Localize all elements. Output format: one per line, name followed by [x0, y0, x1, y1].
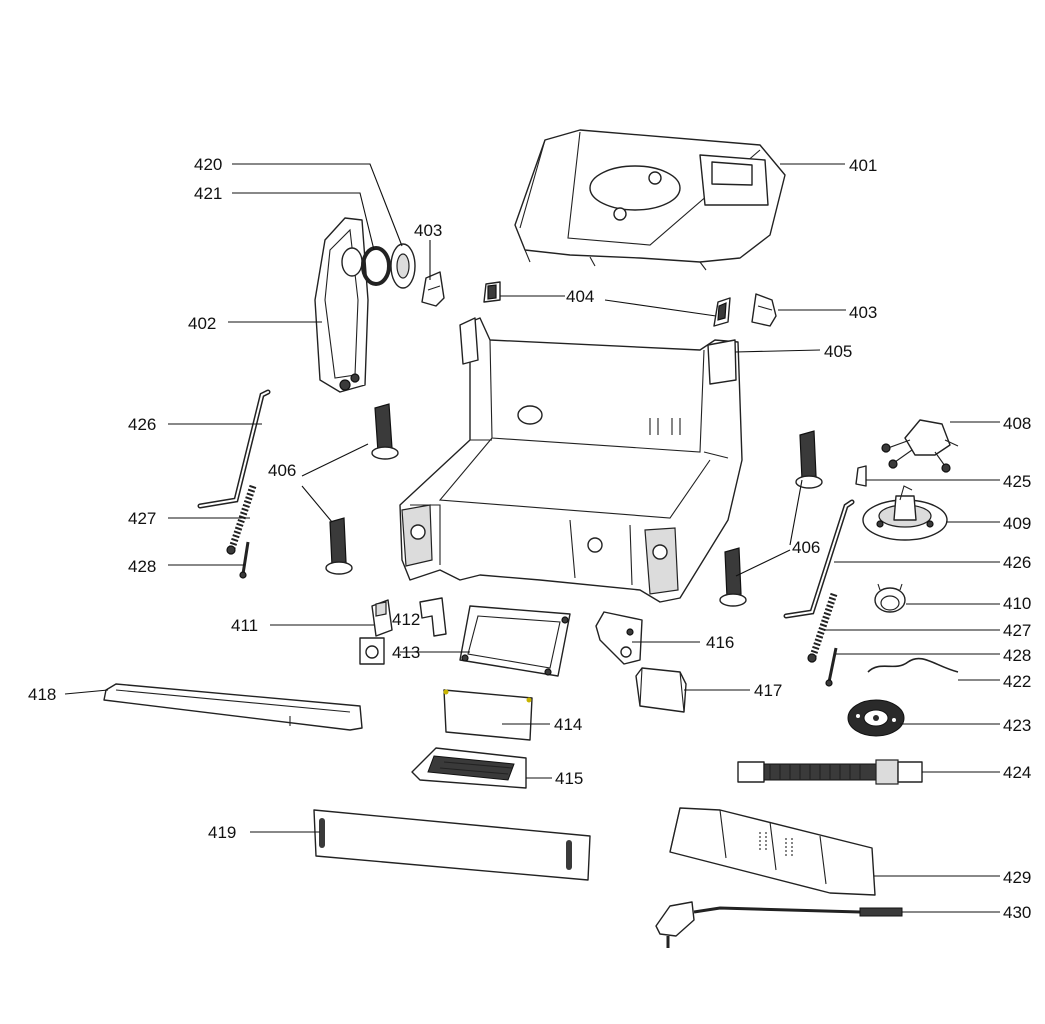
callout-406-right: 406	[792, 538, 820, 557]
part-423-disk	[847, 699, 905, 737]
callout-401: 401	[849, 156, 877, 175]
callout-428-right: 428	[1003, 646, 1031, 665]
part-421-ring	[361, 246, 391, 286]
callout-406-left: 406	[268, 461, 296, 480]
part-426-rod-left	[197, 389, 271, 509]
part-422-wire	[867, 657, 959, 673]
part-403-clip-right	[751, 293, 777, 327]
callout-426-right: 426	[1003, 553, 1031, 572]
part-414-circuit-board	[443, 689, 533, 741]
part-402-side-panel	[314, 217, 369, 393]
part-406-foot-3	[795, 430, 823, 489]
part-428-pin-left	[239, 541, 250, 579]
part-426-rod-right	[783, 499, 855, 619]
callout-405: 405	[824, 342, 852, 361]
part-419-kick-plate	[313, 809, 591, 881]
callout-421: 421	[194, 184, 222, 203]
part-413-control-box	[459, 605, 571, 677]
callout-409: 409	[1003, 514, 1031, 533]
part-409-filter-disk	[862, 485, 948, 541]
callout-410: 410	[1003, 594, 1031, 613]
callout-416: 416	[706, 633, 734, 652]
part-424-drain-hose	[737, 759, 923, 785]
callout-425: 425	[1003, 472, 1031, 491]
part-404-block-right	[713, 297, 731, 327]
callout-427-right: 427	[1003, 621, 1031, 640]
part-427-spring-left	[226, 484, 257, 555]
callout-427-left: 427	[128, 509, 156, 528]
part-404-block-left	[483, 281, 501, 303]
callout-403-right: 403	[849, 303, 877, 322]
callout-412: 412	[392, 610, 420, 629]
callout-labels: 401 402 403 403 404 405 406 406 408 409 …	[28, 155, 1031, 922]
callout-419: 419	[208, 823, 236, 842]
part-411-sensor	[359, 599, 393, 665]
part-416-bracket	[595, 611, 643, 665]
callout-418: 418	[28, 685, 56, 704]
callout-411: 411	[231, 616, 258, 635]
part-420-disc	[390, 243, 416, 289]
part-406-foot-2	[325, 517, 353, 575]
part-428-pin-right	[825, 647, 838, 687]
callout-429: 429	[1003, 868, 1031, 887]
callout-403-left: 403	[414, 221, 442, 240]
callout-402: 402	[188, 314, 216, 333]
callout-424: 424	[1003, 763, 1031, 782]
callout-423: 423	[1003, 716, 1031, 735]
callout-422: 422	[1003, 672, 1031, 691]
part-429-sound-strip	[669, 807, 876, 896]
part-410-ring	[874, 583, 906, 613]
part-408-spray-arm-bracket	[881, 419, 959, 473]
part-418-rail	[103, 683, 363, 731]
callout-408: 408	[1003, 414, 1031, 433]
callout-430: 430	[1003, 903, 1031, 922]
part-403-clip-left	[421, 271, 445, 307]
part-406-foot-1	[371, 403, 399, 460]
callout-428-left: 428	[128, 557, 156, 576]
part-430-power-cord	[655, 901, 903, 948]
part-406-foot-4	[719, 547, 747, 607]
part-427-spring-right	[807, 592, 838, 663]
callout-414: 414	[554, 715, 582, 734]
callout-426-left: 426	[128, 415, 156, 434]
callout-413: 413	[392, 643, 420, 662]
callout-415: 415	[555, 769, 583, 788]
part-405-base-frame	[399, 317, 743, 603]
part-401-top-cover	[514, 129, 786, 271]
part-417-cover-box	[635, 667, 687, 713]
part-415-tray	[411, 747, 527, 789]
callout-404: 404	[566, 287, 594, 306]
leader-lines	[64, 163, 1000, 913]
callout-417: 417	[754, 681, 782, 700]
part-425-small-clip	[855, 465, 867, 487]
callout-420: 420	[194, 155, 222, 174]
part-412-bracket	[419, 597, 447, 637]
